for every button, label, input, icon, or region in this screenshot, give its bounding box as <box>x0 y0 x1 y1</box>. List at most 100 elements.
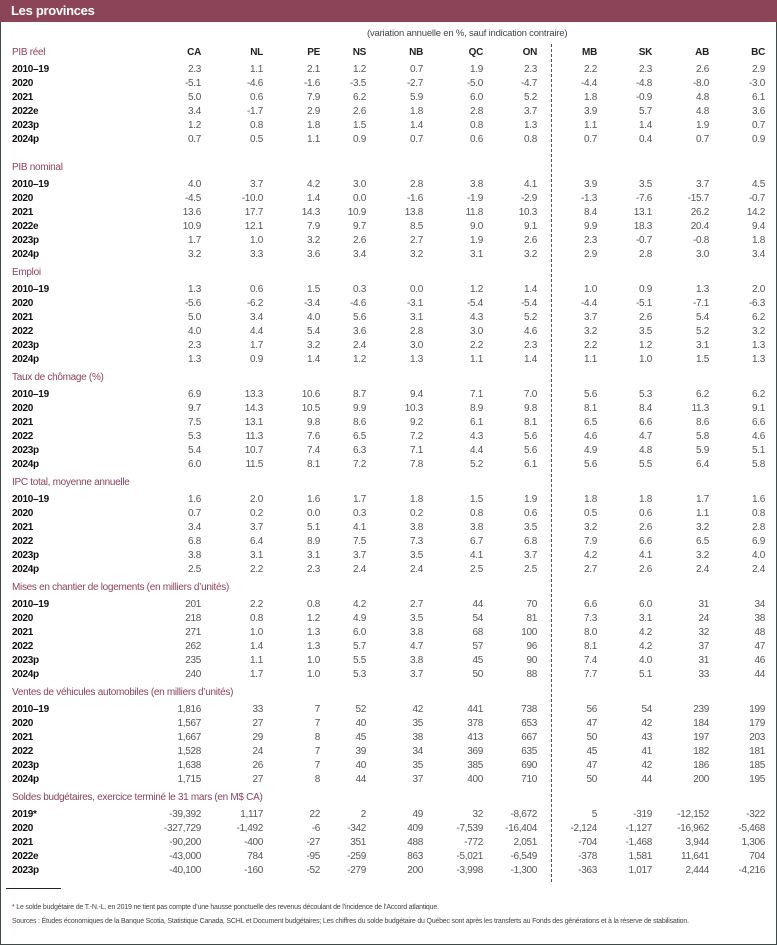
table-cell: 5 <box>591 809 598 820</box>
table-cell: 3.1 <box>306 550 320 561</box>
table-cell: 1.6 <box>306 494 320 505</box>
table-cell: 4.8 <box>638 445 652 456</box>
table-cell: 1.8 <box>409 106 423 117</box>
row-label: 2020 <box>12 508 34 519</box>
table-cell: -4.4 <box>580 298 597 309</box>
table-cell: 3.0 <box>695 249 709 260</box>
table-cell: 378 <box>467 718 483 729</box>
row-label: 2021 <box>12 207 34 218</box>
table-cell: 6.0 <box>638 599 652 610</box>
table-cell: 8 <box>314 774 321 785</box>
table-cell: -43,000 <box>169 851 201 862</box>
table-cell: -2.7 <box>406 78 423 89</box>
table-cell: 2.4 <box>751 564 765 575</box>
table-cell: 50 <box>586 732 597 743</box>
table-cell: 1.9 <box>469 235 483 246</box>
table-cell: -16,404 <box>505 823 537 834</box>
table-cell: 2.6 <box>638 312 652 323</box>
table-cell: 33 <box>252 704 263 715</box>
table-cell: 1.0 <box>249 235 263 246</box>
section-title: IPC total, moyenne annuelle <box>12 477 130 488</box>
table-cell: 239 <box>693 704 709 715</box>
table-cell: 2.0 <box>249 494 263 505</box>
table-cell: 50 <box>586 774 597 785</box>
table-cell: -5.4 <box>520 298 537 309</box>
table-cell: 218 <box>185 613 201 624</box>
table-cell: 9.0 <box>469 221 483 232</box>
table-cell: -7.6 <box>635 193 652 204</box>
table-cell: 2.6 <box>352 106 366 117</box>
table-cell: 2.0 <box>751 284 765 295</box>
table-cell: 2.2 <box>249 564 263 575</box>
table-cell: 3.5 <box>638 326 652 337</box>
table-cell: -39,392 <box>169 809 201 820</box>
table-subtitle: (variation annuelle en %, sauf indicatio… <box>367 28 568 39</box>
row-label: 2021 <box>12 837 34 848</box>
table-cell: 40 <box>355 760 366 771</box>
table-cell: 3.0 <box>469 326 483 337</box>
table-cell: 4.1 <box>469 550 483 561</box>
table-cell: 179 <box>749 718 765 729</box>
table-cell: 7 <box>314 718 321 729</box>
section: Soldes budgétaires, exercice terminé le … <box>0 791 777 878</box>
table-cell: 3.1 <box>249 550 263 561</box>
table-cell: 4.8 <box>695 106 709 117</box>
table-cell: 2.6 <box>638 522 652 533</box>
section-header: IPC total, moyenne annuelle <box>0 476 777 490</box>
table-cell: 667 <box>521 732 537 743</box>
table-cell: 4.5 <box>751 179 765 190</box>
table-cell: 0.5 <box>249 134 263 145</box>
table-cell: 2.6 <box>695 64 709 75</box>
table-cell: 3.1 <box>469 249 483 260</box>
table-cell: 6.5 <box>352 431 366 442</box>
row-label: 2023p <box>12 760 39 771</box>
table-cell: 44 <box>472 599 483 610</box>
table-cell: -3,998 <box>456 865 483 876</box>
table-cell: 3.2 <box>187 249 201 260</box>
table-cell: 9.9 <box>583 221 597 232</box>
table-cell: 2.7 <box>409 599 423 610</box>
table-cell: 38 <box>754 613 765 624</box>
table-cell: 13.8 <box>404 207 424 218</box>
table-cell: 1.7 <box>695 494 709 505</box>
table-cell: 31 <box>698 599 709 610</box>
table-cell: -0.9 <box>635 92 652 103</box>
row-label: 2021 <box>12 312 34 323</box>
row-label: 2022e <box>12 851 39 862</box>
table-cell: 1.4 <box>409 120 423 131</box>
table-cell: 0.7 <box>409 64 423 75</box>
table-cell: 2.4 <box>409 564 423 575</box>
section-header: Ventes de véhicules automobiles (en mill… <box>0 686 777 700</box>
table-cell: 5.6 <box>583 459 597 470</box>
table-cell: -6 <box>311 823 321 834</box>
table-cell: 271 <box>185 627 201 638</box>
table-cell: 0.8 <box>469 508 483 519</box>
table-cell: 1.6 <box>751 494 765 505</box>
row-label: 2022 <box>12 641 34 652</box>
table-cell: 1.1 <box>469 354 483 365</box>
table-cell: 863 <box>407 851 423 862</box>
table-cell: 9.4 <box>409 389 423 400</box>
row-label: 2010–19 <box>12 704 49 715</box>
table-cell: 1.4 <box>306 193 320 204</box>
table-cell: 1.4 <box>523 354 537 365</box>
row-label: 2022e <box>12 221 39 232</box>
table-cell: 784 <box>247 851 263 862</box>
table-cell: 3.2 <box>306 235 320 246</box>
table-cell: 4.6 <box>583 431 597 442</box>
table-cell: 6.0 <box>187 459 201 470</box>
table-cell: 3.7 <box>523 550 537 561</box>
table-cell: 4.0 <box>751 550 765 561</box>
table-cell: 240 <box>185 669 201 680</box>
table-cell: -95 <box>306 851 320 862</box>
table-cell: 22 <box>309 809 320 820</box>
table-cell: 68 <box>472 627 483 638</box>
table-cell: 6.1 <box>523 459 537 470</box>
column-header: PE <box>307 47 320 58</box>
table-cell: -342 <box>347 823 366 834</box>
